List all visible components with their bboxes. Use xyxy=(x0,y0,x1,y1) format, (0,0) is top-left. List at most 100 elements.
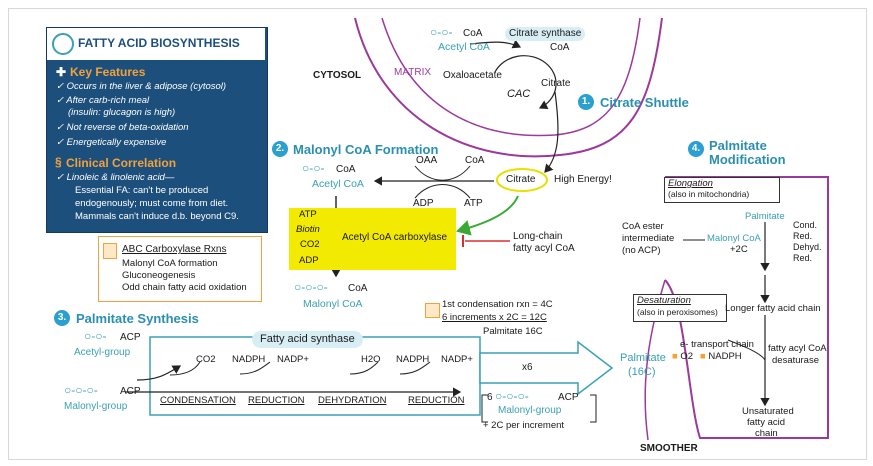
abc-icon xyxy=(103,243,117,259)
s4-coa-ester-1: CoA ester xyxy=(622,221,664,232)
s4-number: 4. xyxy=(688,141,704,157)
s2-oaa: OAA xyxy=(416,155,438,166)
s1-coa: CoA xyxy=(463,28,483,39)
mito-inner-membrane xyxy=(381,17,641,137)
s4-plus2c: +2C xyxy=(730,244,748,255)
s4-coa-ester-2: intermediate xyxy=(622,233,675,244)
clinical-heading: Clinical Correlation xyxy=(66,156,177,170)
s1-oxaloacetate: Oxaloacetate xyxy=(443,70,502,81)
title-icon xyxy=(52,33,74,55)
s2-coa-top: CoA xyxy=(465,155,485,166)
abc-item-1: Malonyl CoA formation xyxy=(122,258,218,269)
s4-desaturation-sub: (also in peroxisomes) xyxy=(637,307,718,317)
s1-title: Citrate Shuttle xyxy=(600,95,689,110)
plus-icon: ✚ xyxy=(56,65,67,79)
abc-item-2: Gluconeogenesis xyxy=(122,270,196,281)
s2-high-energy: High Energy! xyxy=(554,174,612,185)
s3-co2: CO2 xyxy=(196,354,216,365)
s2-coa: CoA xyxy=(336,164,356,175)
mito-outer-membrane xyxy=(354,17,663,158)
s2-inhibitor-1: Long-chain xyxy=(513,231,563,242)
s4-dehyd: Dehyd. xyxy=(793,242,822,252)
s2-enzyme: Acetyl CoA carboxylase xyxy=(342,232,448,243)
s4-elongation: Elongation xyxy=(668,178,713,189)
feature-2: ✓ After carb-rich meal xyxy=(56,95,150,106)
s3-acp3: ACP xyxy=(558,392,579,403)
s3-malonyl-icon-2: ○-○-○- xyxy=(495,389,529,403)
s3-acetyl-group: Acetyl-group xyxy=(74,347,131,358)
clinical-1: ✓ Linoleic & linolenic acid— xyxy=(56,172,175,183)
s3-acp1: ACP xyxy=(120,332,141,343)
s3-malonyl-group: Malonyl-group xyxy=(64,401,128,412)
s4-unsat-2: fatty acid xyxy=(747,417,786,428)
s4-desaturation: Desaturation xyxy=(637,295,691,306)
s3-nadph1: NADPH xyxy=(232,354,266,365)
key-box-title: FATTY ACID BIOSYNTHESIS xyxy=(78,36,240,50)
s3-note-icon xyxy=(425,303,440,318)
s2-malonyl-coa: Malonyl CoA xyxy=(303,298,363,310)
s3-nadp1: NADP+ xyxy=(277,354,309,365)
s1-acetyl-icon: ○-○- xyxy=(430,25,453,39)
feature-3: ✓ Not reverse of beta-oxidation xyxy=(56,122,189,133)
abc-item-3: Odd chain fatty acid oxidation xyxy=(122,282,247,293)
s2-acetyl-icon: ○-○- xyxy=(302,161,325,175)
citrate-export-arrow xyxy=(544,91,559,173)
s3-number: 3. xyxy=(54,310,70,326)
s2-number: 2. xyxy=(272,141,288,157)
s4-red: Red. xyxy=(793,231,813,241)
s4-malonyl-coa: Malonyl CoA xyxy=(707,233,761,244)
s3-palmitate-c: (16C) xyxy=(628,366,656,378)
clinical-4: Mammals can't induce d.b. beyond C9. xyxy=(75,211,239,222)
smoother-label: SMOOTHER xyxy=(640,443,698,454)
s2-title: Malonyl CoA Formation xyxy=(293,142,439,157)
abc-title: ABC Carboxylase Rxns xyxy=(122,244,227,255)
s1-coa2: CoA xyxy=(550,42,570,53)
abc-carboxylase-box xyxy=(98,236,262,302)
s1-citrate: Citrate xyxy=(541,78,571,89)
s3-nadp2: NADP+ xyxy=(441,354,473,365)
s3-title: Palmitate Synthesis xyxy=(76,311,199,326)
s4-coa-ester-3: (no ACP) xyxy=(622,245,661,256)
cytosol-label: CYTOSOL xyxy=(313,70,362,81)
s2-citrate: Citrate xyxy=(506,174,536,185)
s4-palmitate: Palmitate xyxy=(745,211,785,222)
s1-number: 1. xyxy=(578,94,594,110)
s2-atp2: ATP xyxy=(299,209,317,220)
s4-etc: e- transport chain xyxy=(680,339,754,350)
x6-arrow xyxy=(479,340,614,396)
s4-red2: Red. xyxy=(793,253,813,263)
clinical-3: endogenously; must come from diet. xyxy=(75,198,229,209)
s2-acetyl-coa: Acetyl CoA xyxy=(312,178,364,190)
s2-coa-bottom: CoA xyxy=(348,283,368,294)
s1-acetyl-coa: Acetyl CoA xyxy=(438,41,490,53)
s4-title-2: Modification xyxy=(709,152,786,167)
s3-h2o: H2O xyxy=(361,354,381,365)
features-heading: Key Features xyxy=(70,65,146,79)
citrate-oval xyxy=(496,168,548,192)
s3-palmitate: Palmitate xyxy=(620,352,666,364)
s4-unsat-3: chain xyxy=(755,428,778,439)
clinical-icon: § xyxy=(55,155,62,169)
s4-title-1: Palmitate xyxy=(709,138,767,153)
s3-increment: + 2C per increment xyxy=(483,420,565,431)
s3-acetyl-icon: ○-○- xyxy=(84,329,107,343)
feature-1: ✓ Occurs in the liver & adipose (cytosol… xyxy=(56,81,227,92)
s3-note-2: 6 increments x 2C = 12C xyxy=(442,312,547,323)
s4-elongation-box xyxy=(664,177,780,203)
s3-note-1: 1st condensation rxn = 4C xyxy=(442,299,553,310)
s2-inhibitor-2: fatty acyl CoA xyxy=(513,243,575,254)
feature-2b: (insulin: glucagon is high) xyxy=(68,107,176,118)
s3-step-condensation: CONDENSATION xyxy=(160,395,236,406)
s2-yellow-highlight xyxy=(289,208,456,270)
s2-biotin: Biotin xyxy=(296,224,320,235)
s4-o2: ■ O2 xyxy=(672,351,694,362)
s4-longer: Longer fatty acid chain xyxy=(725,303,821,314)
s4-desaturation-box xyxy=(633,294,727,322)
s4-cond: Cond. xyxy=(793,220,818,230)
s3-step-reduction-2: REDUCTION xyxy=(408,395,465,406)
s4-desat-1: fatty acyl CoA xyxy=(768,343,827,354)
s3-nadph2: NADPH xyxy=(396,354,430,365)
key-features-box xyxy=(46,27,268,233)
s2-adp: ADP xyxy=(413,198,434,209)
